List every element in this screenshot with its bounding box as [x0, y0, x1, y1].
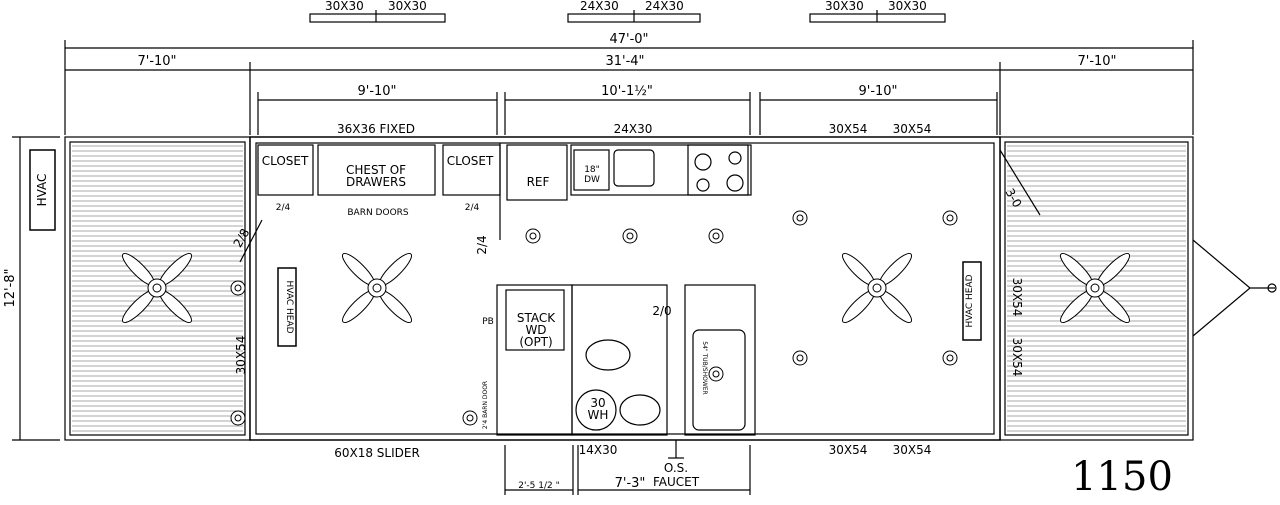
water-heater: [575, 389, 617, 431]
door-label: 2/8: [231, 226, 253, 250]
light-fixture-icon: [230, 410, 246, 426]
light-fixture-icon: [792, 350, 808, 366]
ceiling-fan-icon: [121, 252, 193, 324]
stack-label: (OPT): [519, 335, 552, 349]
kitchen-counter: [570, 144, 752, 196]
dw-label: 18": [584, 165, 600, 175]
sink: [613, 149, 655, 187]
light-fixture-icon: [525, 228, 541, 244]
hvac-unit: [29, 149, 56, 231]
door-label: 2/0: [652, 304, 671, 318]
stack-label: WD: [525, 323, 546, 337]
door-label: 2/4: [276, 203, 291, 213]
dishwasher: [573, 149, 610, 191]
ceiling-fans: [121, 252, 1131, 324]
main-dimension: 31'-4": [605, 54, 644, 69]
door-label: 2/4: [465, 203, 480, 213]
closet-label: CLOSET: [447, 154, 494, 168]
hvac-label: HVAC: [35, 174, 49, 207]
hvac-head-label: HVAC HEAD: [965, 274, 975, 327]
window-label: 24X30: [645, 0, 684, 13]
slider-label: 60X18 SLIDER: [334, 446, 420, 460]
faucet-label: FAUCET: [653, 475, 700, 489]
room-center-dimension: 10'-1½": [601, 84, 653, 99]
tub-label: 54" TUB/SHOWER: [701, 341, 708, 394]
hvac-head-right: [962, 261, 982, 341]
light-fixtures: [230, 210, 958, 426]
light-fixture-icon: [708, 366, 724, 382]
stack-label: STACK: [517, 311, 556, 325]
window-label: 30X30: [888, 0, 927, 13]
chest-label: DRAWERS: [346, 175, 406, 189]
barn-doors-label: BARN DOORS: [347, 208, 409, 218]
chest-label: CHEST OF: [346, 163, 406, 177]
window-label: 30X54: [893, 122, 932, 136]
light-fixture-icon: [462, 410, 478, 426]
window-label: 30X30: [825, 0, 864, 13]
ref-label: REF: [527, 175, 550, 189]
right-porch-dimension: 7'-10": [1077, 54, 1116, 69]
porch-decking: [72, 145, 1186, 432]
light-fixture-icon: [942, 350, 958, 366]
window-label: 30X54: [829, 443, 868, 457]
tub-shower: [692, 329, 746, 431]
window-label: 30X54: [1010, 338, 1024, 377]
door-label: 3-0: [1002, 186, 1024, 210]
refrigerator: [506, 144, 568, 201]
dw-label: DW: [584, 175, 600, 185]
chest-of-drawers: [317, 144, 436, 196]
light-fixture-icon: [708, 228, 724, 244]
light-fixture-icon: [230, 280, 246, 296]
light-fixture-icon: [942, 210, 958, 226]
depth-dimension: 12'-8": [3, 268, 18, 307]
light-fixture-icon: [792, 210, 808, 226]
bathroom: [571, 284, 668, 436]
window-label: 36X36 FIXED: [337, 122, 415, 136]
room-left-dimension: 9'-10": [357, 84, 396, 99]
barn-door-label: 2'4 BARN DOOR: [482, 381, 489, 429]
hvac-head-label: HVAC HEAD: [284, 280, 294, 333]
wh-label: 30: [590, 396, 605, 410]
closet-left: [257, 144, 314, 196]
dimension-lines: [12, 40, 1194, 495]
shower-room: [684, 284, 756, 436]
laundry-width-dimension: 2'-5 1/2 ": [518, 481, 560, 491]
left-porch-dimension: 7'-10": [137, 54, 176, 69]
window-label: 30X54: [1010, 278, 1024, 317]
window-label: 30X54: [893, 443, 932, 457]
right-porch: [999, 136, 1277, 441]
ceiling-fan-icon: [841, 252, 913, 324]
stack-washer-dryer: [505, 289, 565, 351]
window-label: 30X30: [388, 0, 427, 13]
window-label: 24X30: [580, 0, 619, 13]
pb-label: PB: [482, 317, 494, 327]
door-label: 2/4: [475, 235, 489, 254]
ceiling-fan-icon: [1059, 252, 1131, 324]
window-label: 24X30: [614, 122, 653, 136]
bath-width-dimension: 7'-3": [615, 476, 646, 491]
overall-dimension: 47'-0": [609, 32, 648, 47]
faucet-label: O.S.: [664, 461, 688, 475]
window-label: 30X54: [234, 336, 248, 375]
toilet: [585, 339, 631, 371]
room-right-dimension: 9'-10": [858, 84, 897, 99]
hvac-head-left: [277, 267, 297, 347]
window-label: 30X30: [325, 0, 364, 13]
wh-label: WH: [588, 408, 609, 422]
ceiling-fan-icon: [341, 252, 413, 324]
window-label: 14X30: [579, 443, 618, 457]
range: [687, 144, 749, 196]
plan-number: 1150: [1071, 454, 1173, 500]
light-fixture-icon: [622, 228, 638, 244]
top-window-symbols: [309, 10, 946, 23]
bath-sink: [619, 394, 661, 426]
window-label: 30X54: [829, 122, 868, 136]
closet-label: CLOSET: [262, 154, 309, 168]
